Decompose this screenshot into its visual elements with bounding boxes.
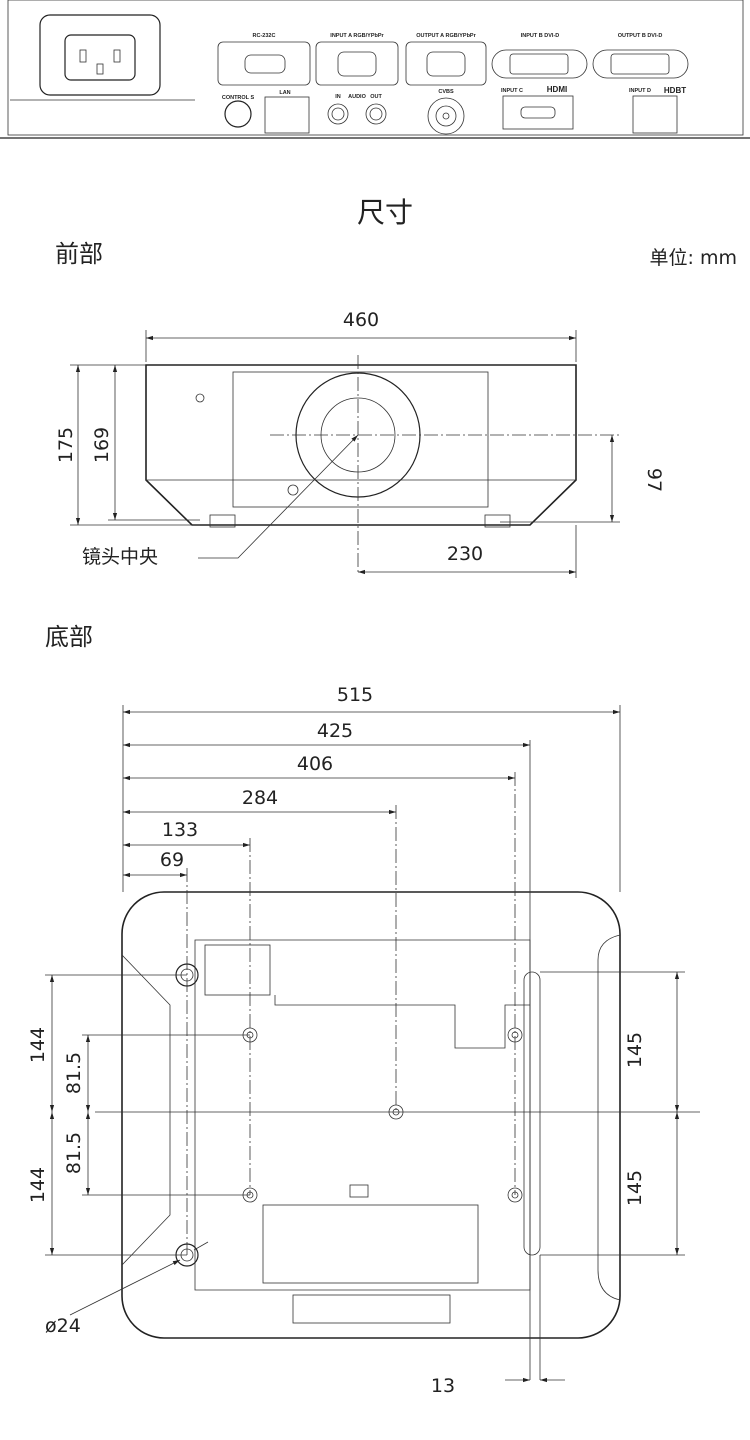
power-inlet (39, 14, 161, 96)
input-d-label: INPUT D (629, 88, 651, 94)
dim-144-top: 144 (27, 1027, 49, 1063)
input-a-port (315, 41, 399, 86)
control-s-label: CONTROL S (222, 95, 255, 101)
dim-406: 406 (297, 753, 333, 775)
output-a-port (405, 41, 487, 86)
dim-133: 133 (162, 819, 198, 841)
hdmi-logo: HDMI (547, 85, 567, 94)
hdmi-port (502, 95, 574, 130)
hdbaset-port (632, 95, 678, 134)
dim-144-bottom: 144 (27, 1167, 49, 1203)
output-b-port (592, 49, 689, 79)
dim-lens-height-97: 97 (643, 468, 665, 492)
rc232c-label: RC-232C (253, 33, 276, 39)
output-a-label: OUTPUT A RGB/YPbPr (416, 33, 476, 39)
rc232c-port (217, 41, 311, 86)
cvbs-label: CVBS (438, 89, 454, 95)
audio-in-port (327, 103, 349, 125)
side-slot (523, 971, 541, 1256)
lens-center-label: 镜头中央 (82, 546, 158, 568)
page-title: 尺寸 (357, 196, 413, 229)
dim-lens-offset-230: 230 (447, 543, 483, 565)
audio-out-label: OUT (370, 94, 382, 100)
dim-81-5-top: 81.5 (63, 1052, 85, 1094)
dim-515: 515 (337, 684, 373, 706)
hdbaset-logo: HDBT (664, 86, 686, 95)
dim-69: 69 (160, 849, 184, 871)
unit-label: 单位: mm (650, 247, 737, 269)
front-foot-left (209, 514, 236, 528)
lan-label: LAN (279, 90, 290, 96)
control-s-port (224, 100, 252, 128)
dim-284: 284 (242, 787, 278, 809)
cvbs-port (427, 97, 465, 135)
input-c-label: INPUT C (501, 88, 523, 94)
dim-145-bottom: 145 (624, 1170, 646, 1206)
dim-width-460: 460 (343, 309, 379, 331)
dim-425: 425 (317, 720, 353, 742)
audio-in-label: IN (335, 94, 341, 100)
audio-label: AUDIO (348, 94, 366, 100)
input-b-label: INPUT B DVI-D (521, 33, 560, 39)
front-view: 460 175 169 97 230 镜头中央 (55, 309, 665, 578)
dim-13: 13 (431, 1375, 455, 1397)
output-b-label: OUTPUT B DVI-D (618, 33, 663, 39)
front-foot-right (484, 514, 511, 528)
audio-out-port (365, 103, 387, 125)
dim-145-top: 145 (624, 1032, 646, 1068)
back-panel: RC-232C INPUT A RGB/YPbPr OUTPUT A RGB/Y… (0, 0, 750, 139)
dim-height-169: 169 (91, 427, 113, 463)
dim-81-5-bottom: 81.5 (63, 1132, 85, 1174)
front-heading: 前部 (55, 240, 103, 268)
bottom-heading: 底部 (45, 623, 93, 651)
input-a-label: INPUT A RGB/YPbPr (330, 33, 384, 39)
dim-height-175: 175 (55, 427, 77, 463)
input-b-port (491, 49, 588, 79)
bottom-view: 515 425 406 284 133 69 144 144 81.5 81.5… (27, 684, 700, 1397)
dim-foot-diameter: ø24 (45, 1315, 81, 1337)
lan-port (264, 96, 310, 134)
